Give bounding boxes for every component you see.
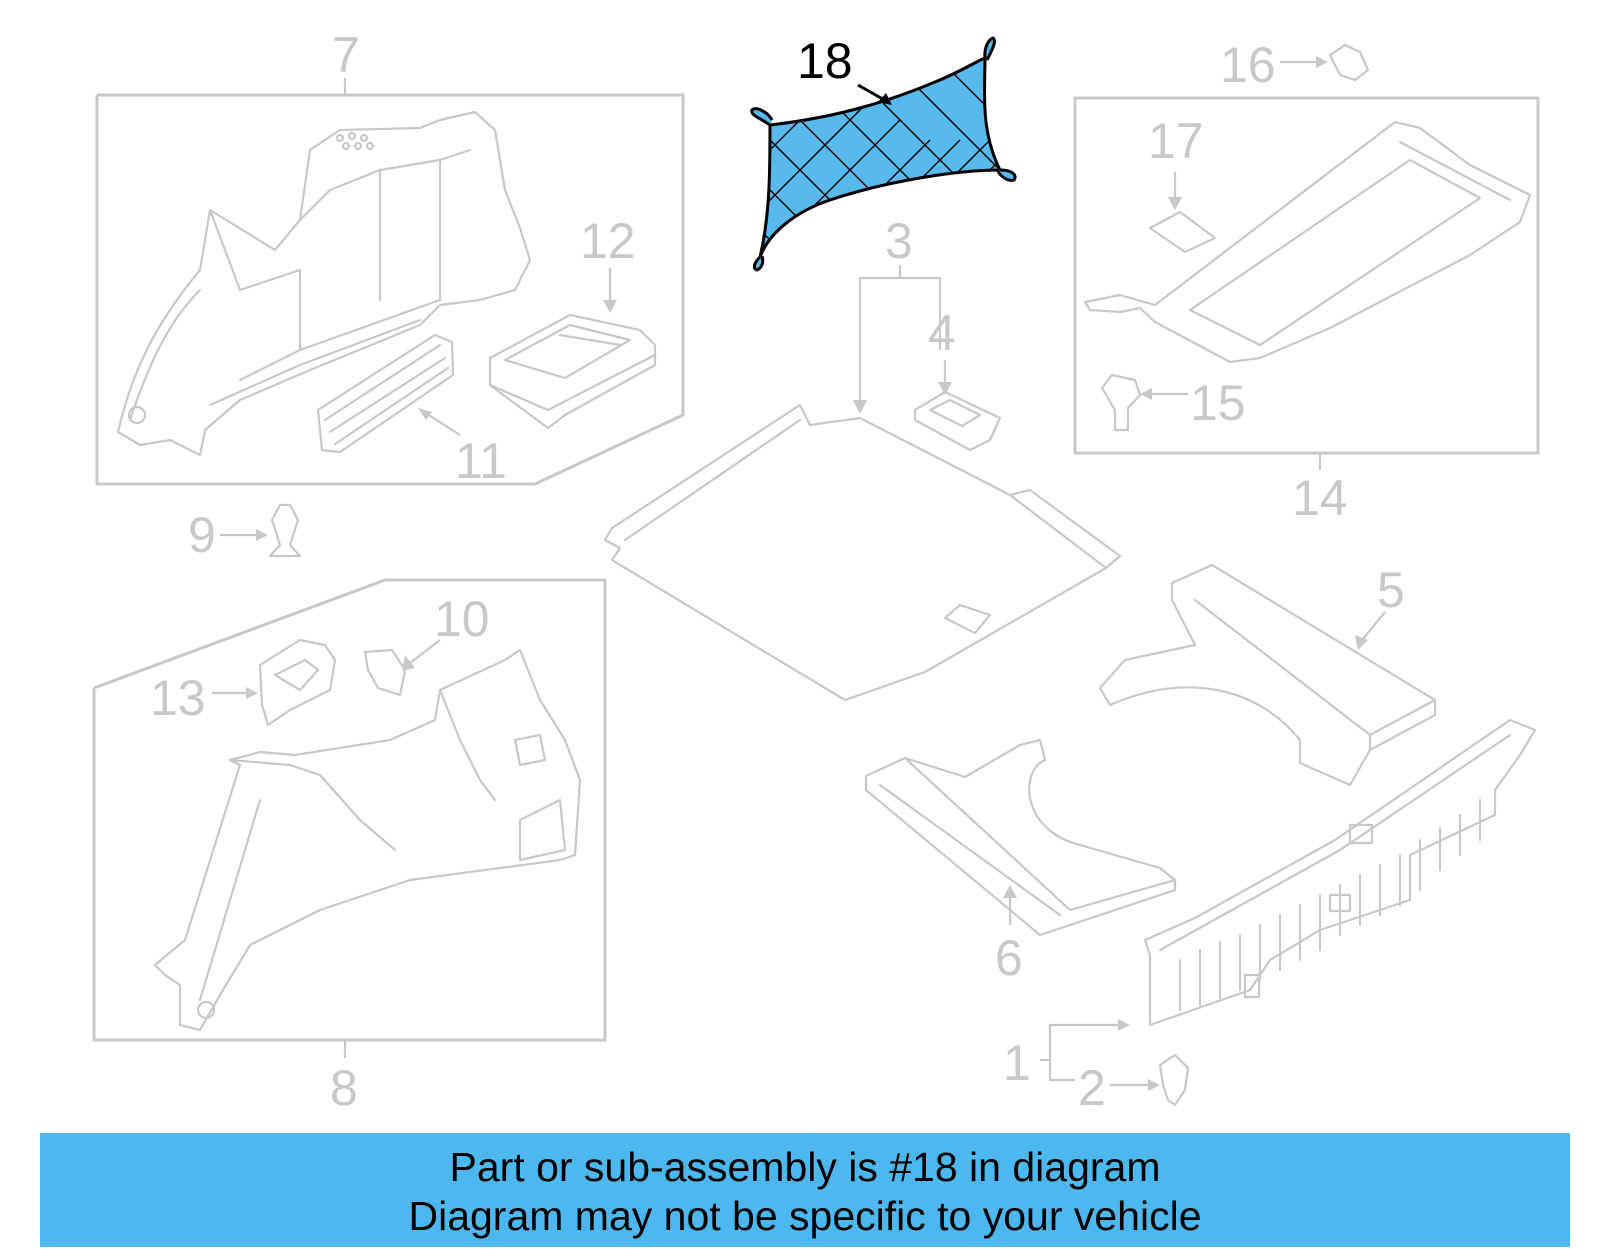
callout-17[interactable]: 17 [1148,113,1204,169]
callout-1-2-leads: 1 2 [1003,1019,1190,1116]
part-15-clip [1100,373,1142,432]
callout-5[interactable]: 5 [1377,562,1405,618]
part-17-pad [1148,210,1217,254]
callout-9[interactable]: 9 [188,507,216,563]
part-4-cover: 4 [913,305,1002,452]
callout-2[interactable]: 2 [1078,1060,1106,1116]
callout-18[interactable]: 18 [797,33,853,89]
package-tray [1083,120,1532,364]
part-13-bracket [258,638,337,727]
callout-10[interactable]: 10 [434,591,490,647]
quarter-trim-left-upper [116,110,532,457]
callout-1[interactable]: 1 [1003,1035,1031,1091]
callout-15[interactable]: 15 [1190,375,1246,431]
part-11-panel [316,333,455,454]
callout-16[interactable]: 16 [1220,37,1276,93]
group-7-box: 7 11 12 [95,27,685,489]
callout-14[interactable]: 14 [1292,470,1348,526]
callout-7[interactable]: 7 [332,27,360,83]
part-18-cargo-net[interactable]: 18 [580,0,1120,340]
part-12-tray [488,313,657,430]
callout-4[interactable]: 4 [928,305,956,361]
group-8-box: 8 13 10 [92,578,607,1116]
part-6-panel: 6 [864,738,1177,986]
info-banner: Part or sub-assembly is #18 in diagram D… [40,1133,1570,1247]
group-14-box: 14 16 17 15 [1073,37,1540,526]
callout-6[interactable]: 6 [995,930,1023,986]
banner-line-1: Part or sub-assembly is #18 in diagram [449,1144,1161,1190]
callout-3[interactable]: 3 [885,213,913,269]
part-9-clip: 9 [188,503,302,563]
banner-line-2: Diagram may not be specific to your vehi… [408,1193,1202,1239]
callout-8[interactable]: 8 [330,1060,358,1116]
quarter-trim-left-lower [153,648,582,1032]
callout-12[interactable]: 12 [580,213,636,269]
callout-13[interactable]: 13 [150,670,206,726]
part-1-scuff-plate [1143,718,1537,1027]
part-5-panel: 5 [1098,562,1437,787]
callout-11[interactable]: 11 [455,433,507,489]
part-3-floor-mat: 3 [603,213,1122,702]
part-10-cover [363,648,407,697]
part-16-clip [1328,43,1370,82]
part-2-clip [1158,1053,1190,1107]
